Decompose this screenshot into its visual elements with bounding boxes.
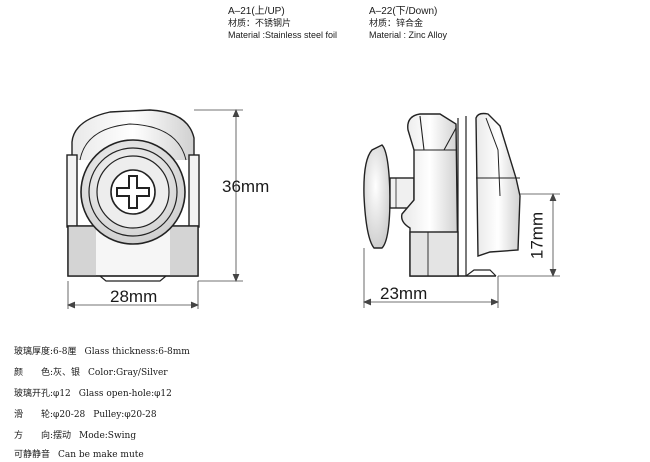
- spec-en: Glass open-hole:φ12: [78, 389, 172, 399]
- side-base-block: [409, 231, 459, 277]
- product-a21-material-en: Material :Stainless steel foil: [228, 30, 338, 40]
- spec-glass-open-hole: 玻璃开孔:φ12 Glass open-hole:φ12: [14, 388, 172, 400]
- product-a22-material-en: Material : Zinc Alloy: [369, 30, 448, 40]
- front-right-plate: [188, 154, 200, 228]
- spec-cn: 颜 色:灰、银: [14, 368, 81, 378]
- spec-en: Glass thickness:6-8mm: [84, 347, 190, 357]
- product-a21-code: A–21(上/UP): [228, 6, 285, 17]
- spec-en: Color:Gray/Silver: [88, 368, 168, 378]
- side-width-label: 23mm: [380, 284, 428, 303]
- phillips-cross-icon: [116, 175, 150, 209]
- spec-cn: 玻璃厚度:6-8厘: [14, 347, 77, 357]
- side-wheel: [363, 144, 391, 249]
- spec-en: Pulley:φ20-28: [93, 410, 157, 420]
- spec-pulley: 滑 轮:φ20-28 Pulley:φ20-28: [14, 409, 157, 421]
- spec-en: Can be make mute: [58, 450, 144, 460]
- front-view: [66, 109, 200, 282]
- product-a22-material-cn: 材质：锌合金: [369, 18, 424, 28]
- spec-cn: 方 向:摆动: [14, 431, 72, 441]
- front-left-plate: [66, 154, 78, 228]
- front-height-label: 36mm: [222, 177, 270, 196]
- front-bracket-arch: [71, 109, 195, 160]
- spec-glass-thickness: 玻璃厚度:6-8厘 Glass thickness:6-8mm: [14, 346, 190, 358]
- spec-en: Mode:Swing: [79, 431, 137, 441]
- product-a22-code: A–22(下/Down): [369, 6, 438, 17]
- front-width-label: 28mm: [110, 287, 158, 306]
- spec-mode: 方 向:摆动 Mode:Swing: [14, 430, 136, 442]
- front-dim-lines: [66, 108, 243, 309]
- side-height-label: 17mm: [527, 211, 547, 260]
- spec-cn: 滑 轮:φ20-28: [14, 410, 86, 420]
- side-right-clamp: [475, 112, 521, 257]
- spec-cn: 玻璃开孔:φ12: [14, 389, 71, 399]
- spec-mute: 可静静音 Can be make mute: [14, 449, 144, 461]
- spec-color: 颜 色:灰、银 Color:Gray/Silver: [14, 367, 168, 379]
- product-a21-material-cn: 材质：不锈钢片: [228, 18, 292, 28]
- side-view: [363, 112, 521, 277]
- spec-cn: 可静静音: [14, 450, 51, 460]
- side-dim-lines: [362, 192, 560, 308]
